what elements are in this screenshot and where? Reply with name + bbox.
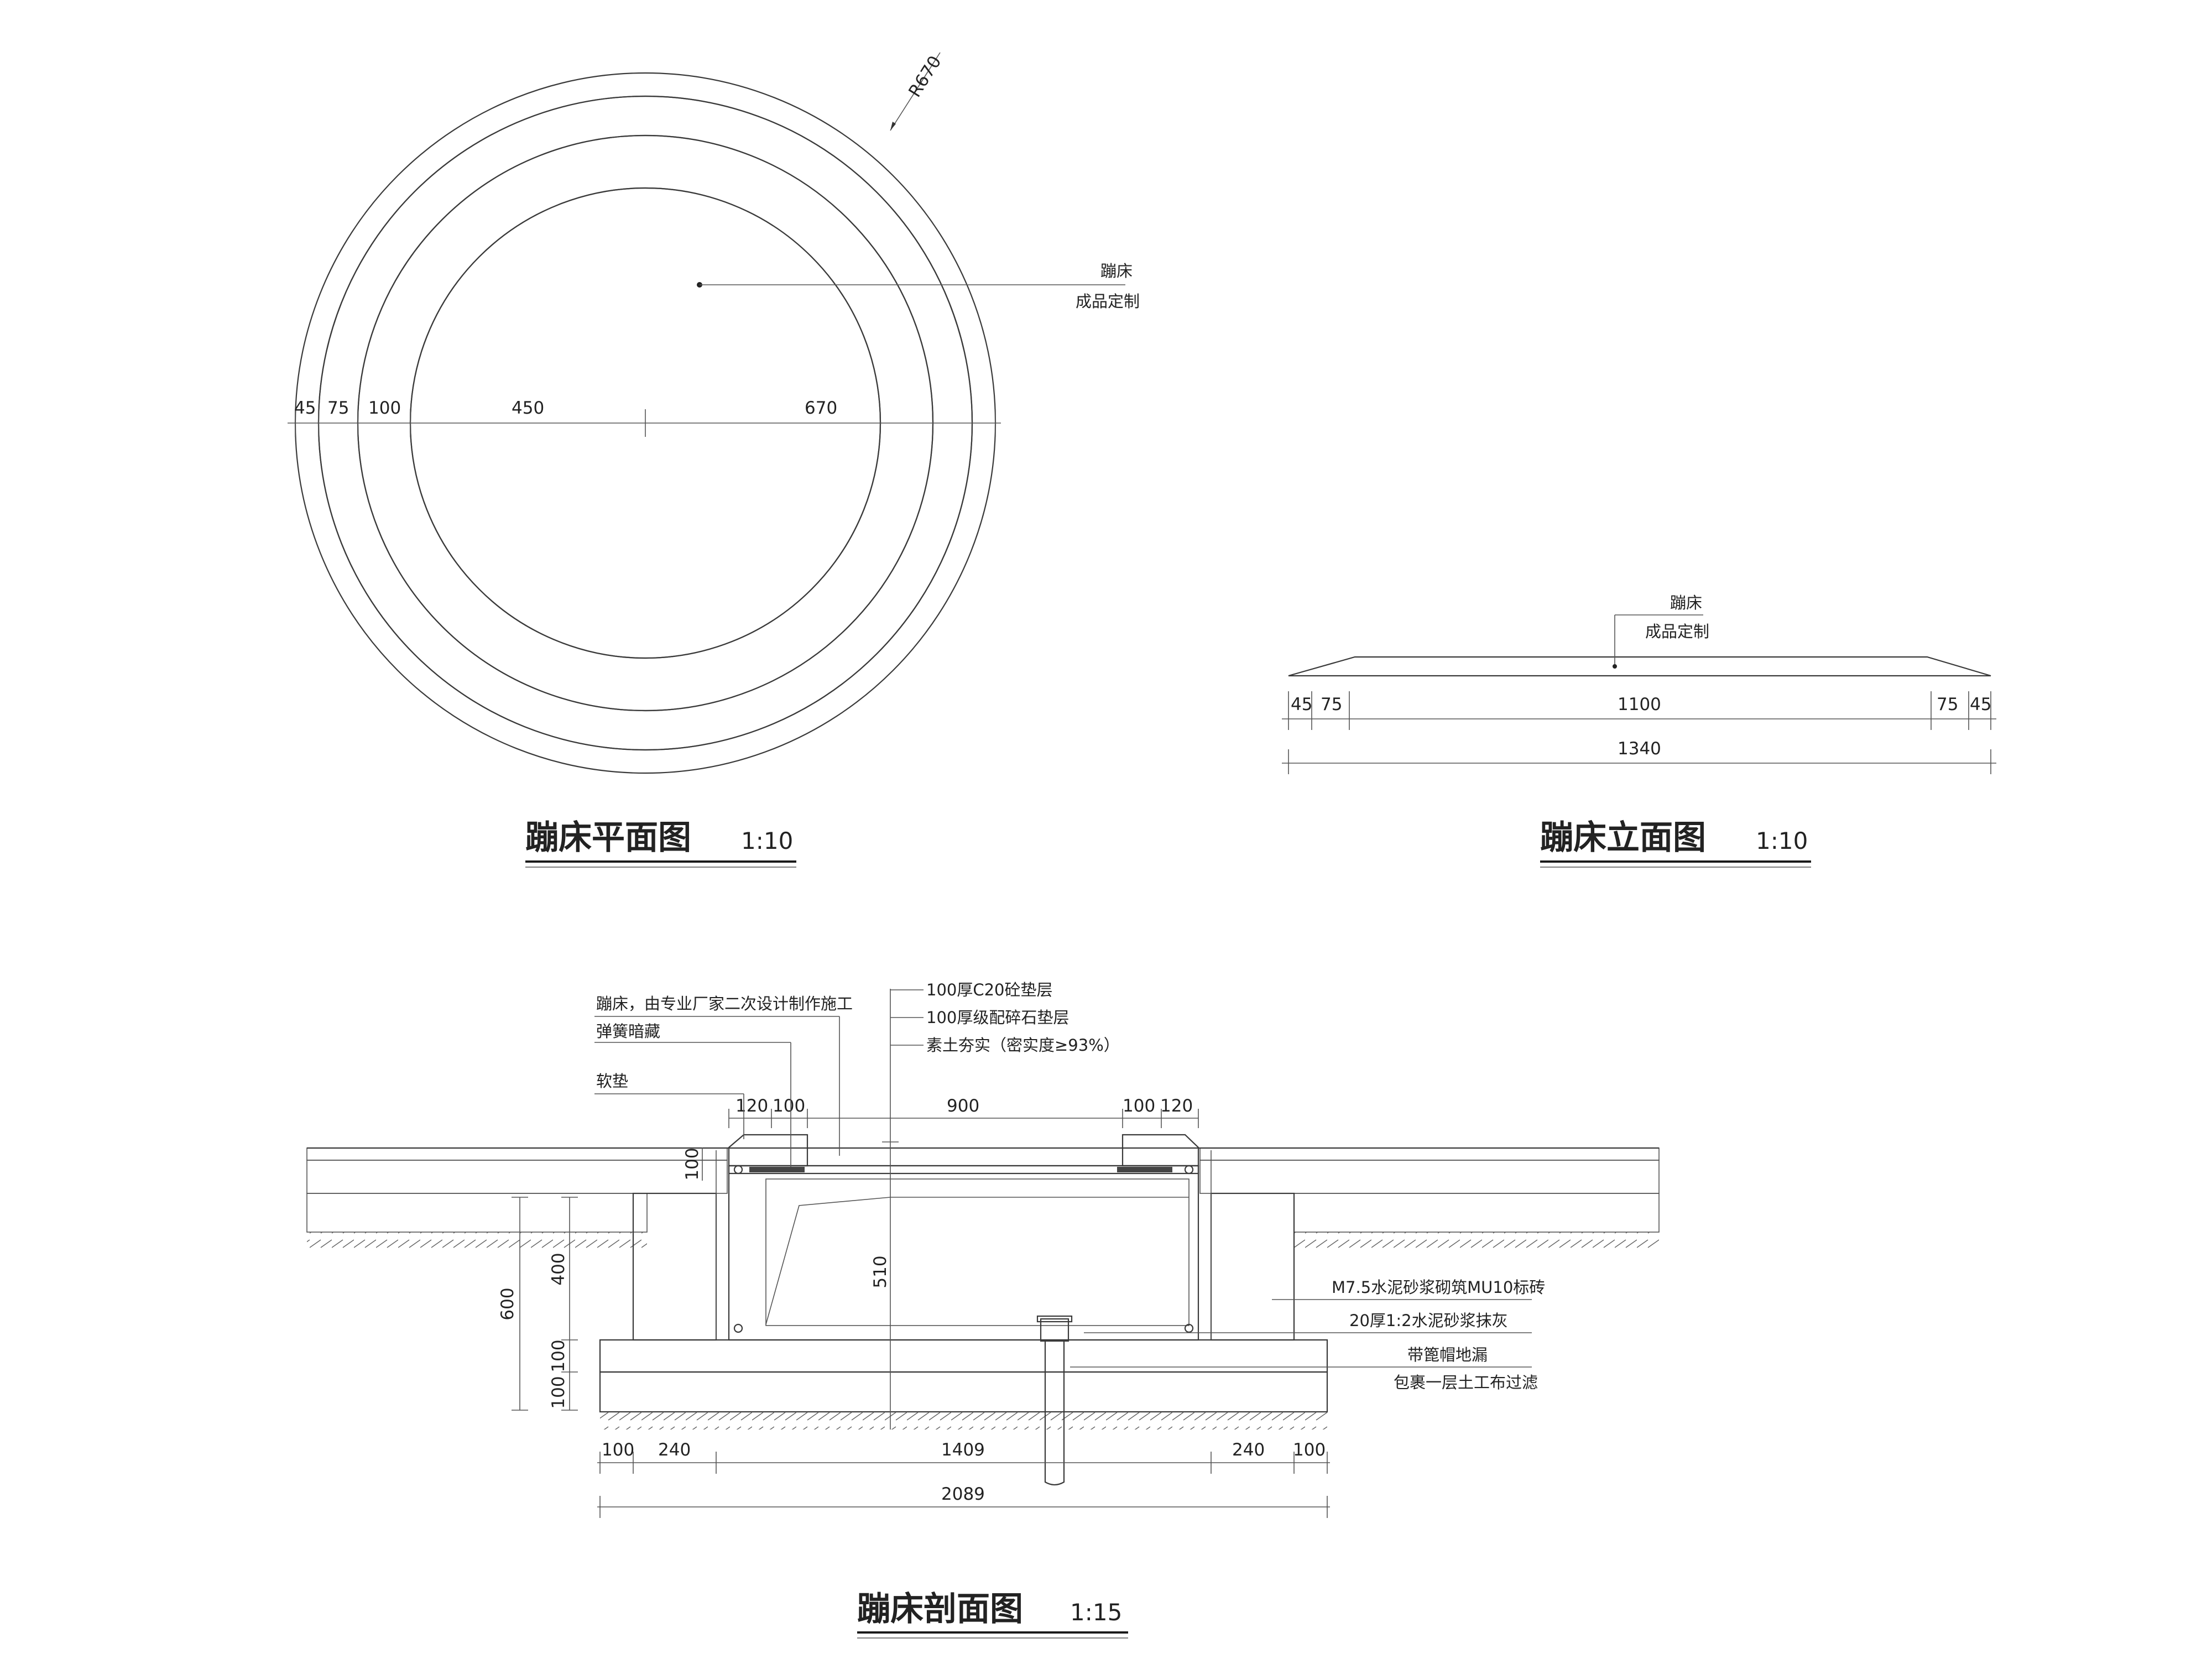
plan-title: 蹦床平面图 bbox=[525, 818, 691, 857]
section-dim-pad-100: 100 bbox=[682, 1147, 702, 1180]
section-dim-100a: 100 bbox=[549, 1339, 568, 1372]
plan-dim-45: 45 bbox=[294, 398, 316, 418]
elevation-dim-75-left: 75 bbox=[1321, 695, 1342, 714]
plan-callout-line2: 成品定制 bbox=[1076, 292, 1140, 311]
section-note-gravel: 100厚级配碎石垫层 bbox=[926, 1008, 1069, 1027]
section-dim-bottom-1409: 1409 bbox=[941, 1440, 985, 1460]
elevation-body bbox=[1288, 656, 1991, 677]
floor-drain bbox=[1040, 1318, 1070, 1342]
section-dim-600: 600 bbox=[498, 1287, 518, 1320]
section-title: 蹦床剖面图 bbox=[857, 1590, 1023, 1629]
section-note-c20: 100厚C20砼垫层 bbox=[926, 980, 1053, 999]
elevation-scale: 1:10 bbox=[1756, 827, 1808, 854]
plan-callout-line1: 蹦床 bbox=[1100, 262, 1133, 280]
section-dim-top-120-left: 120 bbox=[735, 1096, 768, 1116]
section-dim-top-100-left: 100 bbox=[773, 1096, 805, 1116]
soft-pad-left bbox=[728, 1134, 808, 1167]
section-dim-bottom-240-right: 240 bbox=[1232, 1440, 1265, 1460]
elevation-dim-75-right: 75 bbox=[1937, 695, 1958, 714]
section-note-brick: M7.5水泥砂浆砌筑MU10标砖 bbox=[1332, 1278, 1545, 1297]
radius-label: R670 bbox=[905, 53, 945, 101]
section-dim-bottom-240-left: 240 bbox=[658, 1440, 691, 1460]
radius-leader bbox=[890, 52, 941, 131]
section-dim-top-100-right: 100 bbox=[1123, 1096, 1155, 1116]
elevation-dim-1340: 1340 bbox=[1618, 739, 1661, 759]
section-note-spring: 弹簧暗藏 bbox=[596, 1022, 660, 1041]
section-dim-510: 510 bbox=[870, 1255, 890, 1288]
plan-scale: 1:10 bbox=[741, 827, 793, 854]
plan-dim-670: 670 bbox=[805, 398, 837, 418]
plan-dim-75: 75 bbox=[327, 398, 349, 418]
section-dim-100b: 100 bbox=[549, 1376, 568, 1408]
section-view: 510 100 120 100 900 100 120 400 100 100 bbox=[306, 980, 1660, 1639]
spring-left bbox=[749, 1167, 805, 1172]
section-dim-top-900: 900 bbox=[947, 1096, 979, 1116]
elevation-callout-line2: 成品定制 bbox=[1645, 622, 1709, 641]
spring-right bbox=[1117, 1167, 1172, 1172]
section-note-pad: 软垫 bbox=[596, 1072, 628, 1091]
section-note-plaster: 20厚1:2水泥砂浆抹灰 bbox=[1349, 1311, 1508, 1330]
section-scale: 1:15 bbox=[1070, 1599, 1122, 1626]
plan-view: R670 蹦床 成品定制 45 75 100 450 670 蹦床平面图 1:1… bbox=[288, 52, 1140, 868]
section-dim-bottom-100-right: 100 bbox=[1293, 1440, 1326, 1460]
elevation-callout-line1: 蹦床 bbox=[1670, 593, 1702, 612]
brick-wall-right bbox=[1210, 1192, 1295, 1341]
section-dim-top-120-right: 120 bbox=[1160, 1096, 1193, 1116]
section-dim-400: 400 bbox=[549, 1253, 568, 1285]
brick-wall-left bbox=[632, 1192, 717, 1341]
plan-dim-100: 100 bbox=[368, 398, 401, 418]
soft-pad-right bbox=[1121, 1134, 1199, 1167]
elevation-title: 蹦床立面图 bbox=[1540, 818, 1706, 857]
section-note-soil: 素土夯实（密实度≥93%） bbox=[926, 1036, 1120, 1055]
elevation-dim-45-left: 45 bbox=[1291, 695, 1312, 714]
plan-dim-450: 450 bbox=[512, 398, 544, 418]
section-note-trampoline: 蹦床，由专业厂家二次设计制作施工 bbox=[596, 994, 853, 1013]
section-dim-bottom-100-left: 100 bbox=[602, 1440, 634, 1460]
elevation-dim-1100: 1100 bbox=[1618, 695, 1661, 714]
elevation-view: 蹦床 成品定制 45 75 1100 75 45 1340 蹦床立面图 1:10 bbox=[1282, 593, 1996, 868]
section-note-geotextile: 包裹一层土工布过滤 bbox=[1394, 1373, 1538, 1392]
section-dim-2089: 2089 bbox=[941, 1484, 985, 1504]
section-note-drain: 带篦帽地漏 bbox=[1407, 1345, 1488, 1364]
elevation-dim-45-right: 45 bbox=[1970, 695, 1991, 714]
